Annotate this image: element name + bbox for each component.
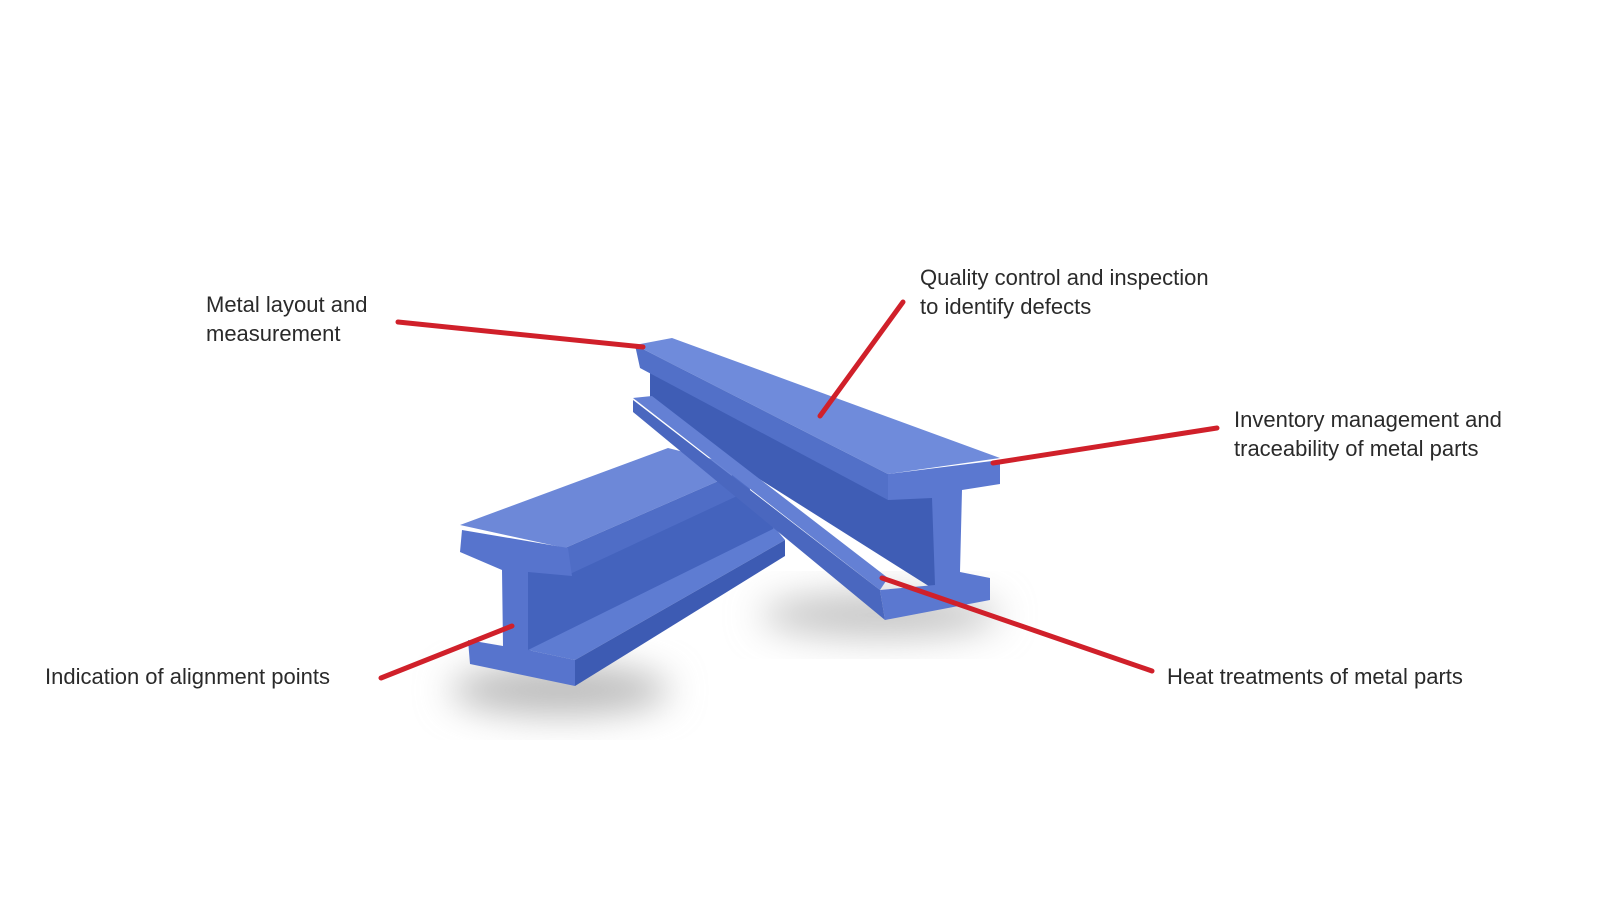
label-line: Inventory management and [1234,407,1502,432]
left-i-beam [460,448,785,686]
leader-line-heat [879,575,1155,674]
leader-line-inventory [990,425,1220,466]
label-line: Quality control and inspection [920,265,1209,290]
label-line: Indication of alignment points [45,664,330,689]
label-line: to identify defects [920,294,1092,319]
label-metal-layout: Metal layout and measurement [206,290,367,348]
label-line: Metal layout and [206,292,368,317]
label-quality-control: Quality control and inspection to identi… [920,263,1209,321]
leader-line-alignment [378,623,515,681]
label-line: Heat treatments of metal parts [1167,664,1463,689]
label-inventory: Inventory management and traceability of… [1234,405,1502,463]
leader-line-quality [817,299,906,419]
leader-line-layout [395,319,646,350]
label-heat-treatments: Heat treatments of metal parts [1167,662,1463,691]
label-line: measurement [206,321,341,346]
label-line: traceability of metal parts [1234,436,1479,461]
right-i-beam [633,338,1000,620]
leader-lines [378,299,1220,681]
label-alignment-points: Indication of alignment points [45,662,330,691]
